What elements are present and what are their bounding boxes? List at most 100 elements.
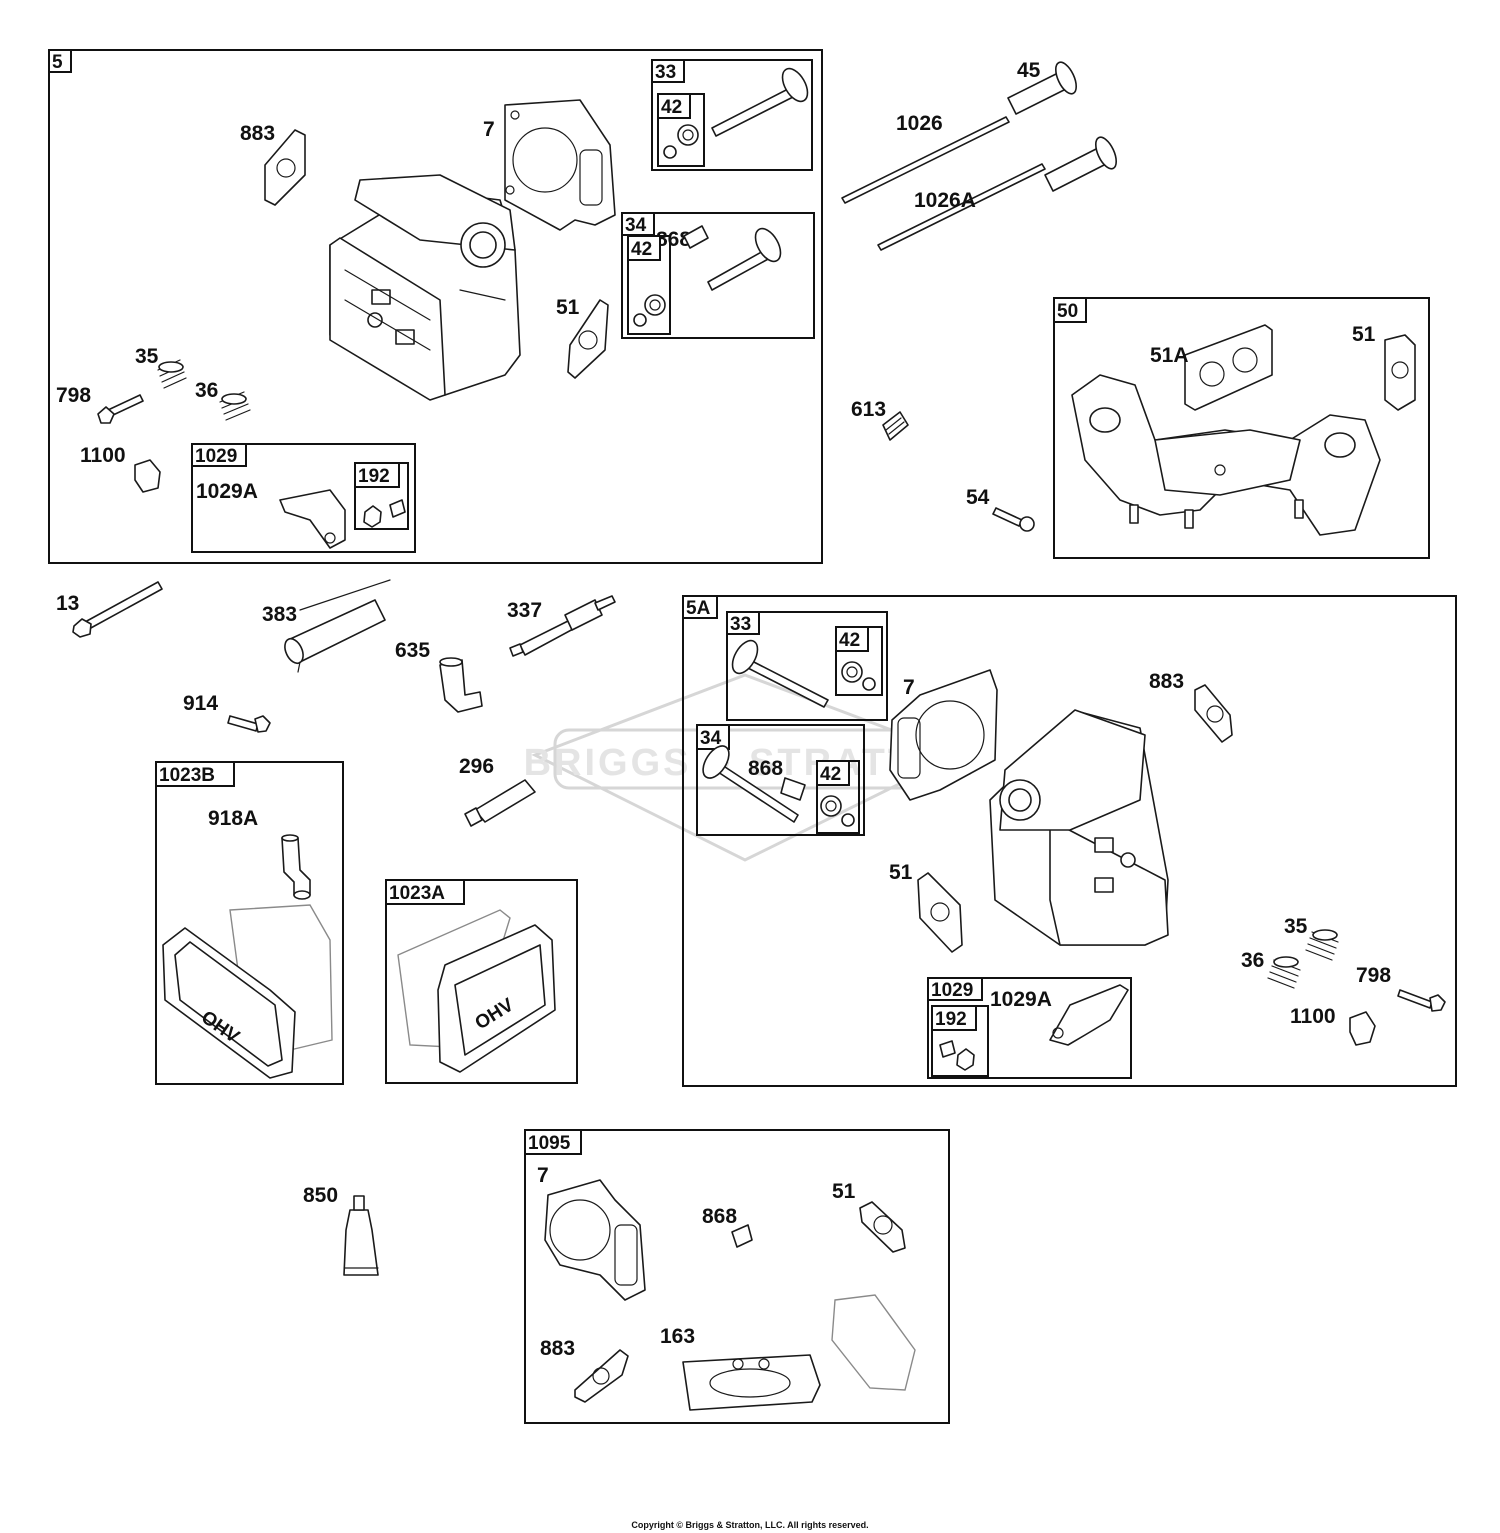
- label-883a: 883: [240, 122, 275, 145]
- label-163: 163: [660, 1325, 695, 1348]
- stud-613: [882, 411, 909, 441]
- group-192b-tag: 192: [935, 1009, 967, 1030]
- label-36a: 36: [195, 379, 218, 402]
- label-35b: 35: [1284, 915, 1308, 938]
- label-798a: 798: [56, 384, 91, 407]
- label-35a: 35: [135, 345, 159, 368]
- spring-36b: [1267, 956, 1301, 989]
- rocker-arm-1029A-b: [1049, 984, 1129, 1046]
- label-1100b: 1100: [1290, 1005, 1336, 1028]
- valve-cover-1023B: OHV: [162, 927, 296, 1079]
- group-33a-tag: 33: [655, 62, 676, 83]
- gasket-883b: [1194, 684, 1233, 743]
- plug-cap-635: [439, 657, 483, 713]
- valve-33a: [711, 67, 809, 137]
- seal-42a: [663, 124, 699, 159]
- clip-1100b: [1349, 1011, 1376, 1046]
- label-1026A: 1026A: [914, 189, 976, 212]
- group-42d-tag: 42: [820, 764, 841, 785]
- label-51d: 51: [832, 1180, 856, 1203]
- breather-tube-918A: [281, 834, 311, 900]
- group-1023B-tag: 1023B: [159, 765, 215, 786]
- label-54: 54: [966, 486, 990, 509]
- label-883b: 883: [1149, 670, 1184, 693]
- valve-33b: [731, 639, 829, 708]
- tappet-45b: [1044, 136, 1118, 192]
- group-5A-frame: [682, 595, 1457, 1087]
- label-51c: 51: [889, 861, 913, 884]
- group-1023B-frame: [155, 761, 344, 1085]
- group-1029a-tag: 1029: [195, 446, 237, 467]
- label-850: 850: [303, 1184, 338, 1207]
- group-1023A-frame: [385, 879, 578, 1084]
- group-1095-frame: [524, 1129, 950, 1424]
- group-33a-frame: [651, 59, 813, 171]
- nut-192a: [363, 499, 406, 528]
- label-13: 13: [56, 592, 79, 615]
- screw-914: [227, 715, 271, 733]
- label-51a: 51: [556, 296, 580, 319]
- seal-42c: [841, 661, 876, 691]
- group-34b-frame: [696, 724, 865, 836]
- spring-35b: [1305, 929, 1339, 961]
- group-192a-tag: 192: [358, 466, 390, 487]
- rocker-arm-1029A-a: [279, 489, 346, 549]
- gasket-51b: [1384, 334, 1416, 411]
- group-1029a-frame: [191, 443, 416, 553]
- group-42c-tag: 42: [839, 630, 860, 651]
- label-635: 635: [395, 639, 430, 662]
- seal-42d: [820, 795, 855, 827]
- seal-42b: [633, 294, 666, 327]
- group-1029b-frame: [927, 977, 1132, 1079]
- copyright-text: Copyright © Briggs & Stratton, LLC. All …: [631, 1520, 868, 1530]
- cylinder-head-right: [989, 709, 1169, 946]
- label-1029A-b: 1029A: [990, 988, 1052, 1011]
- nut-192b: [939, 1040, 975, 1071]
- pushrod-1026A: [877, 163, 1046, 251]
- group-33b-tag: 33: [730, 614, 751, 635]
- group-50-frame: [1053, 297, 1430, 559]
- label-868b: 868: [748, 757, 783, 780]
- screw-54: [992, 507, 1035, 532]
- group-1095-tag: 1095: [528, 1133, 571, 1154]
- breather-383: [284, 579, 391, 673]
- label-914: 914: [183, 692, 218, 715]
- gasket-883a: [264, 129, 306, 206]
- clip-1100a: [134, 459, 161, 493]
- valve-guide-868b: [780, 777, 806, 801]
- valve-cover-1023A: OHV: [437, 924, 556, 1073]
- stud-296: [464, 779, 536, 827]
- head-gasket-7c: [544, 1179, 646, 1301]
- label-296: 296: [459, 755, 494, 778]
- label-383: 383: [262, 603, 297, 626]
- intake-manifold-50: [1071, 374, 1381, 536]
- valve-cover-gasket-1095: [831, 1294, 916, 1391]
- spark-plug-337: [509, 595, 616, 657]
- label-7a: 7: [483, 118, 495, 141]
- label-337: 337: [507, 599, 542, 622]
- label-918A: 918A: [208, 807, 258, 830]
- label-613: 613: [851, 398, 886, 421]
- group-1029b-tag: 1029: [931, 980, 973, 1001]
- sealant-tube-850: [343, 1195, 379, 1276]
- label-36b: 36: [1241, 949, 1264, 972]
- group-34a-tag: 34: [625, 215, 647, 236]
- gasket-51A: [1184, 324, 1273, 411]
- label-883c: 883: [540, 1337, 575, 1360]
- label-868c: 868: [702, 1205, 737, 1228]
- valve-34b: [702, 745, 799, 823]
- label-1026: 1026: [896, 112, 943, 135]
- spring-35a: [157, 359, 187, 389]
- bolt-798a: [97, 394, 144, 424]
- group-5A-tag: 5A: [686, 598, 711, 619]
- label-45: 45: [1017, 59, 1041, 82]
- valve-34a: [707, 227, 782, 291]
- gasket-163: [682, 1354, 821, 1411]
- group-50-tag: 50: [1057, 301, 1078, 322]
- group-1023A-tag: 1023A: [389, 883, 445, 904]
- cylinder-head-left: [329, 174, 521, 401]
- gasket-883c: [574, 1349, 629, 1403]
- bolt-798b: [1397, 989, 1446, 1012]
- head-gasket-7b: [889, 669, 998, 801]
- group-34b-tag: 34: [700, 728, 722, 749]
